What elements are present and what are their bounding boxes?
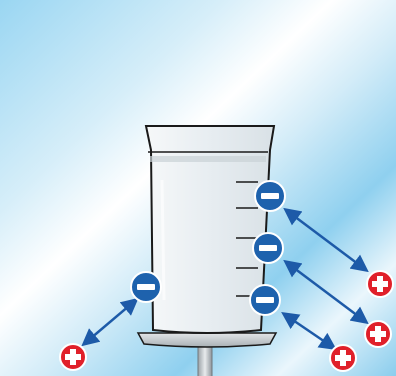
minus-charge-icon — [253, 233, 283, 263]
stand-plate — [138, 333, 276, 347]
plus-charge-icon — [365, 321, 391, 347]
minus-charge-icon — [255, 181, 285, 211]
plus-charge-icon — [60, 344, 86, 370]
plus-charge-icon — [330, 345, 356, 371]
minus-charge-icon — [250, 285, 280, 315]
plus-charge-icon — [367, 271, 393, 297]
minus-charge-icon — [131, 272, 161, 302]
